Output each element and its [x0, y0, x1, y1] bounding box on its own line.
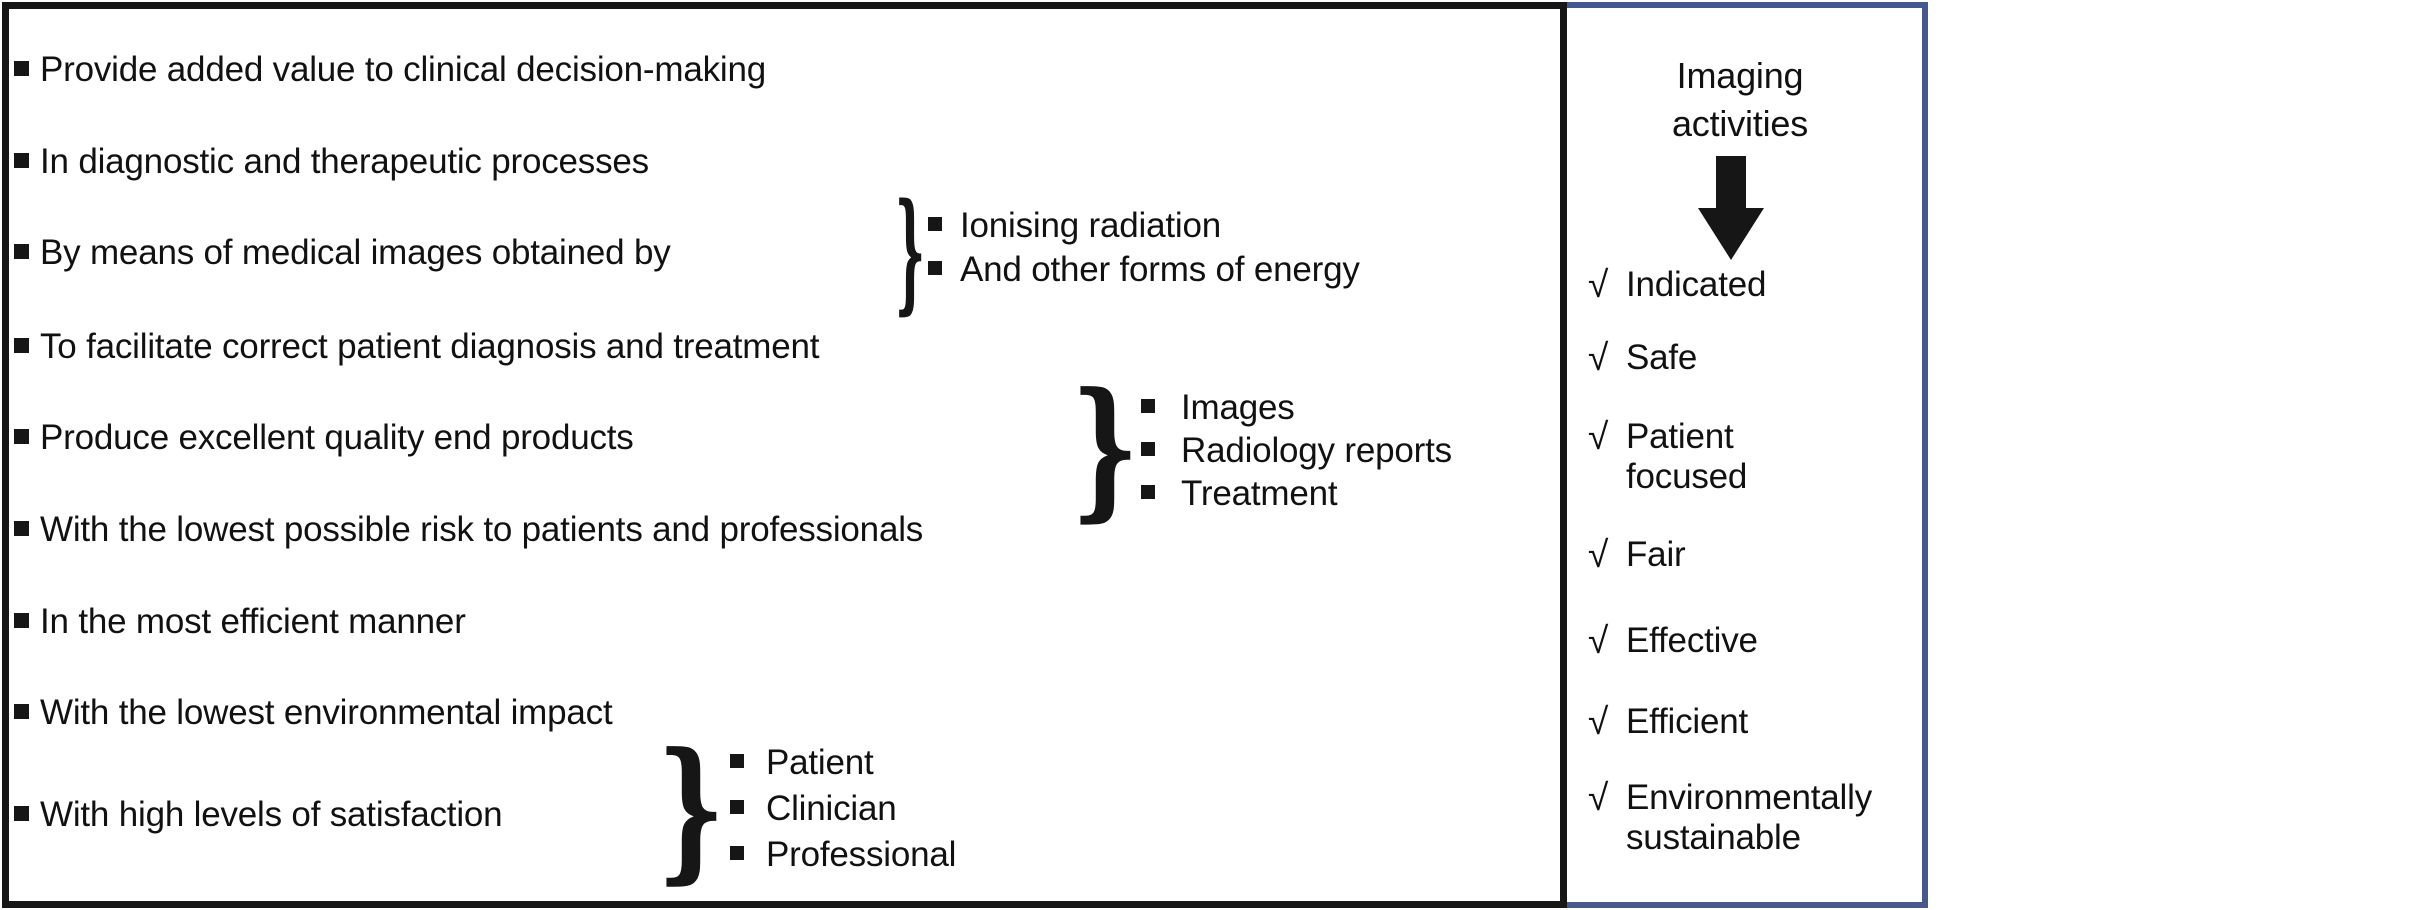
square-bullet-icon	[14, 612, 29, 628]
sub-item-text: Radiology reports	[1181, 430, 1452, 470]
objective-text: Produce excellent quality end products	[40, 418, 634, 457]
quality-label: Efficient	[1626, 702, 1749, 741]
curly-brace-icon: }	[894, 175, 926, 327]
square-bullet-icon	[1141, 484, 1155, 499]
sub-item-text: Professional	[766, 835, 957, 874]
sub-item: Ionising radiation	[928, 204, 1360, 248]
sub-item-text: Clinician	[766, 789, 897, 828]
quality-item: √ Patient focused	[1588, 417, 1918, 497]
sub-item-text: Treatment	[1181, 473, 1338, 513]
objective-text: With high levels of satisfaction	[40, 795, 503, 834]
sub-item: Treatment	[1141, 472, 1452, 515]
check-icon: √	[1588, 337, 1609, 378]
objective-text: In the most efficient manner	[40, 602, 466, 641]
sub-item: Professional	[730, 832, 956, 878]
quality-label: Effective	[1626, 621, 1758, 660]
square-bullet-icon	[14, 60, 29, 76]
sub-item-text: Patient	[766, 743, 874, 782]
quality-item: √ Environmentally sustainable	[1588, 778, 1918, 858]
quality-item: √ Safe	[1588, 338, 1918, 378]
square-bullet-icon	[928, 261, 942, 275]
square-bullet-icon	[730, 800, 744, 814]
quality-label: Environmentally sustainable	[1626, 778, 1872, 857]
square-bullet-icon	[14, 428, 29, 444]
check-icon: √	[1588, 264, 1609, 305]
objective-item: With the lowest possible risk to patient…	[14, 510, 923, 550]
objective-item: In the most efficient manner	[14, 602, 466, 642]
check-icon: √	[1588, 416, 1609, 457]
objective-item: With high levels of satisfaction	[14, 795, 503, 835]
objective-item: With the lowest environmental impact	[14, 693, 613, 733]
quality-item: √ Efficient	[1588, 702, 1918, 742]
objectives-panel-frame	[2, 2, 1567, 908]
objective-text: By means of medical images obtained by	[40, 233, 671, 272]
square-bullet-icon	[730, 846, 744, 860]
square-bullet-icon	[14, 243, 29, 259]
sub-item-text: Ionising radiation	[960, 206, 1222, 245]
main-panel-background	[2, 2, 1567, 908]
end-products-group: Images Radiology reports Treatment	[1141, 386, 1452, 515]
objective-item: By means of medical images obtained by	[14, 233, 671, 273]
quality-item: √ Fair	[1588, 535, 1918, 575]
down-arrow-icon	[1698, 156, 1764, 260]
square-bullet-icon	[14, 337, 29, 353]
quality-label: Patient focused	[1626, 417, 1748, 496]
curly-brace-icon: }	[1070, 360, 1140, 536]
quality-item: √ Effective	[1588, 621, 1918, 661]
imaging-activities-panel-frame	[1561, 2, 1928, 908]
square-bullet-icon	[928, 217, 942, 231]
curly-brace-icon: }	[656, 719, 726, 899]
square-bullet-icon	[14, 805, 29, 821]
sub-item: Clinician	[730, 786, 956, 832]
objective-text: With the lowest environmental impact	[40, 693, 613, 732]
objective-item: Produce excellent quality end products	[14, 418, 634, 458]
objective-item: Provide added value to clinical decision…	[14, 50, 766, 90]
square-bullet-icon	[1141, 398, 1155, 413]
square-bullet-icon	[14, 152, 29, 168]
sub-item-text: And other forms of energy	[960, 250, 1360, 289]
sub-item: Patient	[730, 740, 956, 786]
objective-text: To facilitate correct patient diagnosis …	[40, 327, 820, 366]
panel-title: Imaging activities	[1585, 52, 1895, 148]
check-icon: √	[1588, 620, 1609, 661]
sub-item: Images	[1141, 386, 1452, 429]
energy-sources-group: Ionising radiation And other forms of en…	[928, 204, 1360, 292]
stakeholders-group: Patient Clinician Professional	[730, 740, 956, 878]
quality-label: Safe	[1626, 338, 1698, 377]
check-icon: √	[1588, 777, 1609, 818]
check-icon: √	[1588, 534, 1609, 575]
square-bullet-icon	[1141, 441, 1155, 456]
panel-title-line2: activities	[1671, 103, 1809, 144]
check-icon: √	[1588, 701, 1609, 742]
sub-item-text: Images	[1181, 387, 1295, 427]
sub-item: Radiology reports	[1141, 429, 1452, 472]
objective-item: In diagnostic and therapeutic processes	[14, 142, 649, 182]
sub-item: And other forms of energy	[928, 248, 1360, 292]
panel-title-line1: Imaging	[1676, 55, 1804, 96]
objective-text: Provide added value to clinical decision…	[40, 50, 767, 89]
quality-label: Fair	[1626, 535, 1686, 574]
objective-item: To facilitate correct patient diagnosis …	[14, 327, 819, 367]
objective-text: With the lowest possible risk to patient…	[40, 510, 924, 549]
square-bullet-icon	[14, 520, 29, 536]
square-bullet-icon	[14, 703, 29, 719]
quality-item: √ Indicated	[1588, 265, 1918, 305]
square-bullet-icon	[730, 754, 744, 768]
objective-text: In diagnostic and therapeutic processes	[40, 142, 649, 181]
quality-label: Indicated	[1626, 265, 1767, 304]
